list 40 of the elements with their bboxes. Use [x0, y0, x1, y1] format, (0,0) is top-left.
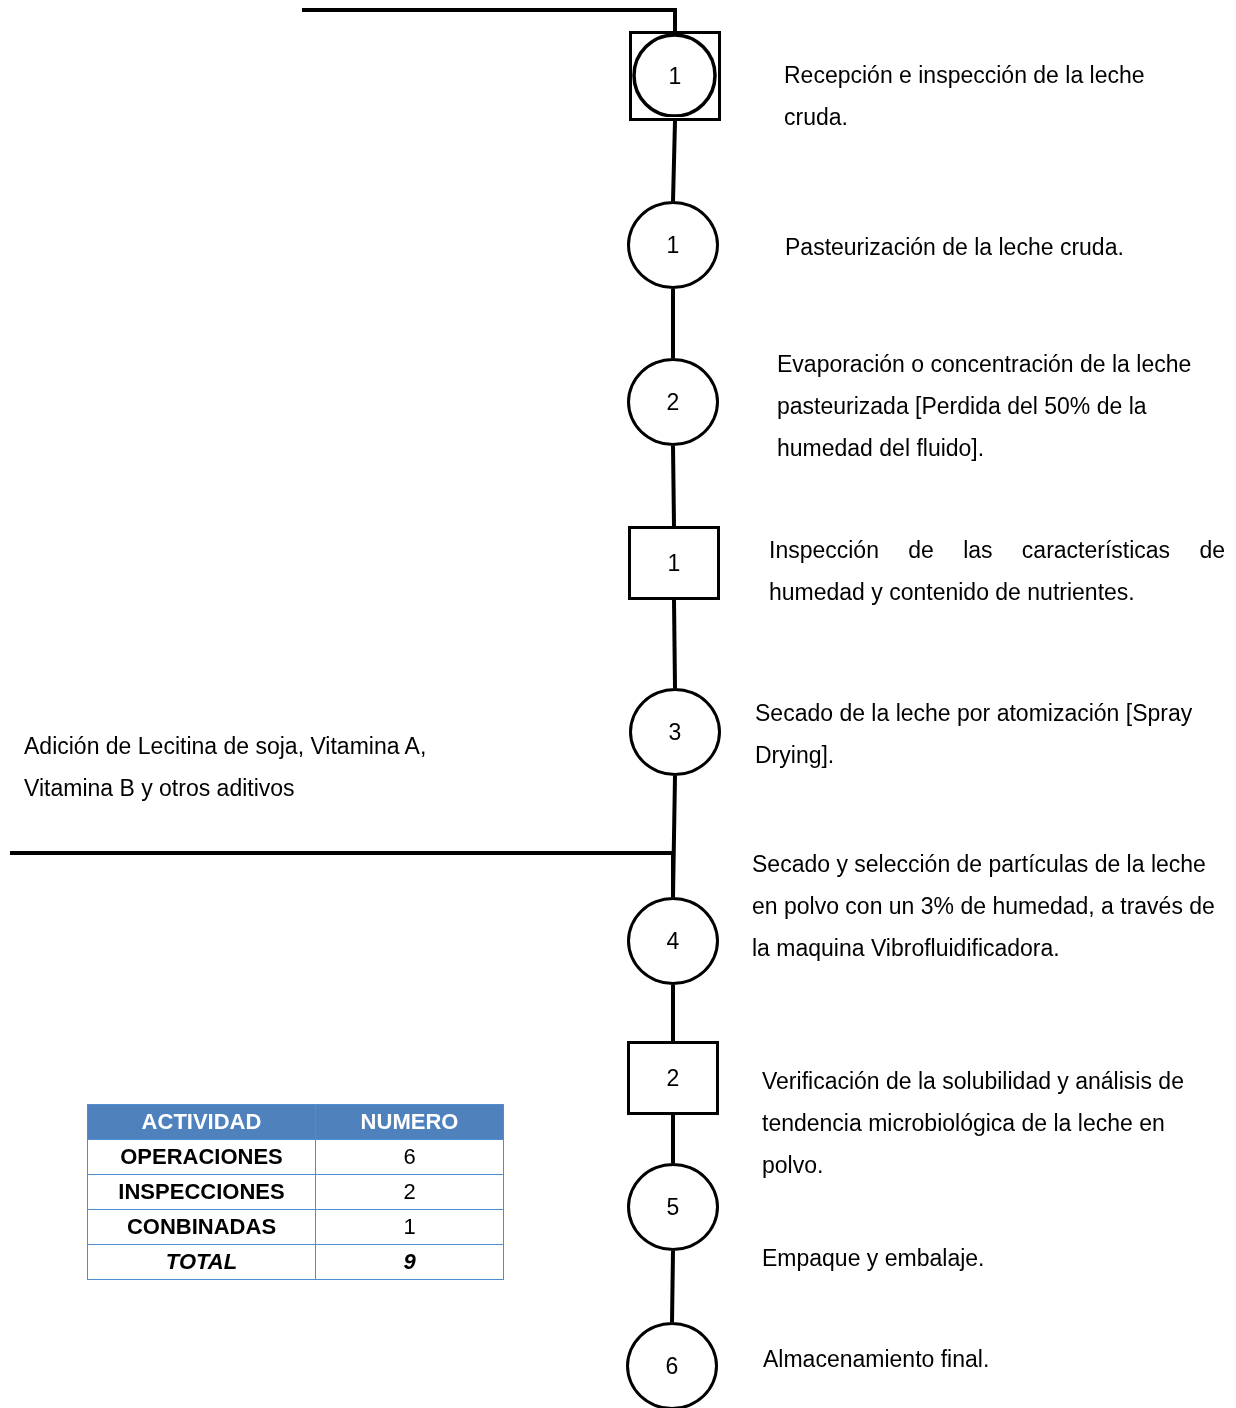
- total-label: TOTAL: [87, 1244, 316, 1280]
- step-description: Inspección de las características de humedad y contenido de nutrientes.: [769, 536, 1225, 607]
- step-description: Evaporación o concentración de la leche pasteurizada [Perdida del 50% de la humedad del fluido].: [777, 350, 1193, 463]
- flow-line: [672, 599, 677, 689]
- count-value: 2: [315, 1174, 504, 1210]
- step-number: 2: [666, 1064, 680, 1092]
- step-description: Almacenamiento final.: [763, 1345, 991, 1374]
- activity-name: INSPECCIONES: [87, 1174, 316, 1210]
- combined-activity-symbol: [629, 31, 721, 121]
- total-value: 9: [315, 1244, 504, 1280]
- step-description: Empaque y embalaje.: [762, 1244, 986, 1273]
- step-number: 6: [665, 1352, 679, 1380]
- flow-line: [671, 289, 675, 358]
- activity-name: OPERACIONES: [87, 1139, 316, 1175]
- step-number: 1: [668, 62, 682, 90]
- flow-line: [302, 8, 677, 31]
- step-number: 4: [666, 927, 680, 955]
- flow-line: [10, 851, 675, 897]
- count-value: 1: [315, 1209, 504, 1245]
- inspection-square: [628, 526, 720, 600]
- step-number: 1: [667, 549, 681, 577]
- inspection-square: [627, 1041, 719, 1115]
- step-description: Recepción e inspección de la leche cruda.: [784, 61, 1146, 132]
- column-header: ACTIVIDAD: [87, 1104, 316, 1140]
- flow-line: [670, 1250, 675, 1323]
- step-number: 3: [668, 718, 682, 746]
- flow-line: [671, 1115, 675, 1163]
- step-number: 2: [666, 388, 680, 416]
- flow-line: [671, 985, 675, 1041]
- step-description: Secado y selección de partículas de la leche en polvo con un 3% de humedad, a través de la maquina Vibrofluidificadora.: [752, 850, 1216, 963]
- step-description: Verificación de la solubilidad y análisis de tendencia microbiológica de la leche en polvo.: [762, 1067, 1185, 1180]
- step-number: 1: [666, 231, 680, 259]
- column-header: NUMERO: [315, 1104, 504, 1140]
- flow-line: [671, 120, 677, 202]
- count-value: 6: [315, 1139, 504, 1175]
- step-number: 5: [666, 1193, 680, 1221]
- flow-line: [671, 445, 676, 527]
- step-description: Pasteurización de la leche cruda.: [785, 233, 1125, 262]
- step-description: Secado de la leche por atomización [Spray Drying].: [755, 699, 1194, 770]
- activity-name: CONBINADAS: [87, 1209, 316, 1245]
